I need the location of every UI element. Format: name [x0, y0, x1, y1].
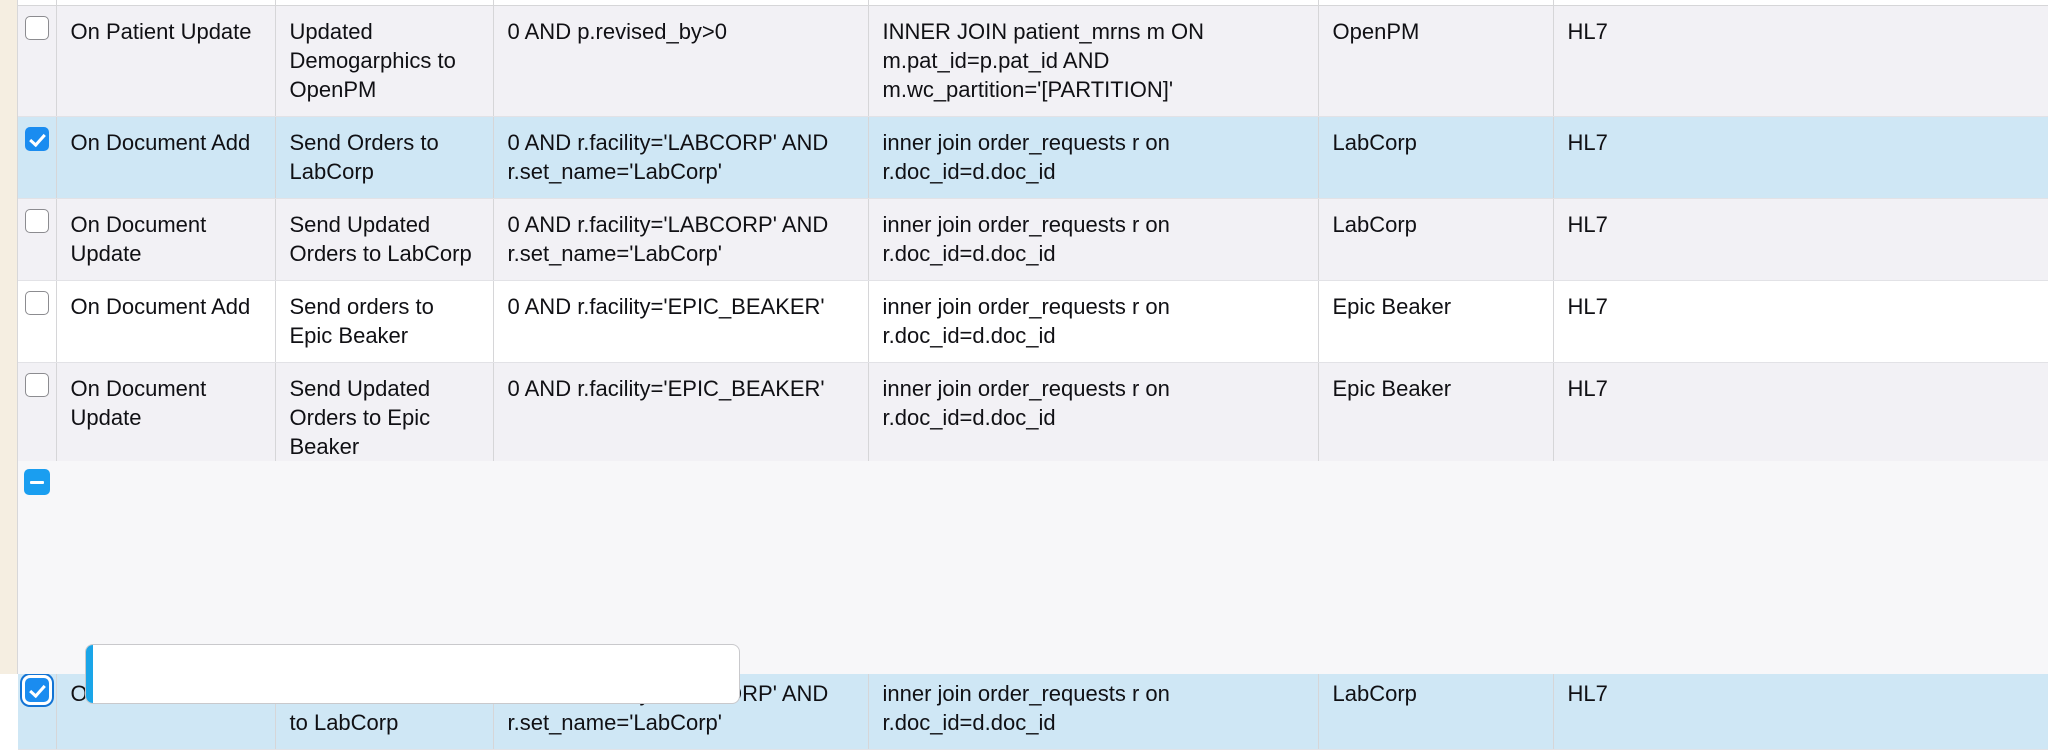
grid-footer-strip [18, 461, 2048, 674]
detail-panel[interactable] [85, 644, 740, 704]
cell-condition: 0 AND p.revised_by>0 [493, 5, 869, 118]
cell-format: HL7 [1553, 116, 2048, 200]
left-gutter [0, 0, 17, 674]
row-select-cell[interactable] [18, 116, 57, 200]
cell-destination: Epic Beaker [1318, 362, 1554, 475]
clipped-cell-destination [1318, 0, 1554, 6]
minus-icon[interactable] [24, 469, 50, 495]
row-select-checkbox[interactable] [24, 127, 49, 152]
cell-format: HL7 [1553, 667, 2048, 750]
cell-condition: 0 AND r.facility='EPIC_BEAKER' [493, 280, 869, 364]
row-select-checkbox[interactable] [24, 291, 49, 316]
cell-event: On Document Add [56, 116, 276, 200]
cell-event: On Document Update [56, 198, 276, 282]
cell-name: Send orders to Epic Beaker [275, 280, 494, 364]
table-row-clipped [18, 0, 2048, 6]
cell-format: HL7 [1553, 362, 2048, 475]
cell-destination: LabCorp [1318, 198, 1554, 282]
cell-format: HL7 [1553, 5, 2048, 118]
cell-join: inner join order_requests r on r.doc_id=… [868, 198, 1319, 282]
cell-condition: 0 AND r.facility='LABCORP' AND r.set_nam… [493, 198, 869, 282]
clipped-cell-format [1553, 0, 2048, 6]
cell-condition: 0 AND r.facility='EPIC_BEAKER' [493, 362, 869, 475]
row-select-checkbox[interactable] [24, 677, 49, 702]
cell-join: inner join order_requests r on r.doc_id=… [868, 116, 1319, 200]
clipped-cell-event [56, 0, 276, 6]
cell-join: inner join order_requests r on r.doc_id=… [868, 362, 1319, 475]
row-select-checkbox[interactable] [24, 16, 49, 40]
cell-destination: LabCorp [1318, 667, 1554, 750]
row-select-cell[interactable] [18, 362, 57, 475]
cell-event: On Patient Update [56, 5, 276, 118]
cell-format: HL7 [1553, 280, 2048, 364]
row-select-cell[interactable] [18, 667, 57, 750]
cell-destination: OpenPM [1318, 5, 1554, 118]
clipped-cell-join [868, 0, 1319, 6]
clipped-cell-select [18, 0, 57, 6]
clipped-cell-name [275, 0, 494, 6]
cell-destination: LabCorp [1318, 116, 1554, 200]
row-select-cell[interactable] [18, 198, 57, 282]
row-select-checkbox[interactable] [24, 373, 49, 398]
cell-name: Send Updated Orders to Epic Beaker [275, 362, 494, 475]
row-select-cell[interactable] [18, 5, 57, 118]
cell-format: HL7 [1553, 198, 2048, 282]
gutter-divider [17, 0, 18, 674]
cell-event: On Document Update [56, 362, 276, 475]
row-select-checkbox[interactable] [24, 209, 49, 234]
cell-name: Send Orders to LabCorp [275, 116, 494, 200]
cell-destination: Epic Beaker [1318, 280, 1554, 364]
clipped-cell-condition [493, 0, 869, 6]
cell-join: inner join order_requests r on r.doc_id=… [868, 667, 1319, 750]
row-select-cell[interactable] [18, 280, 57, 364]
cell-join: inner join order_requests r on r.doc_id=… [868, 280, 1319, 364]
detail-panel-accent-bar [86, 645, 93, 703]
cell-event: On Document Add [56, 280, 276, 364]
cell-name: Updated Demogarphics to OpenPM [275, 5, 494, 118]
cell-condition: 0 AND r.facility='LABCORP' AND r.set_nam… [493, 116, 869, 200]
cell-name: Send Updated Orders to LabCorp [275, 198, 494, 282]
cell-join: INNER JOIN patient_mrns m ON m.pat_id=p.… [868, 5, 1319, 118]
